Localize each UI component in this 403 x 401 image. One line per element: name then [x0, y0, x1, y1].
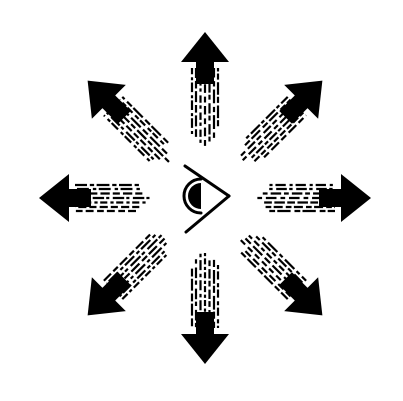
- arrow-dash-line: [244, 250, 292, 298]
- arrow-head: [87, 277, 126, 316]
- arrow-head: [284, 80, 323, 119]
- arrow-north: [181, 32, 229, 146]
- arrow-dash-line: [255, 235, 305, 285]
- arrow-dash-line: [105, 234, 157, 285]
- arrow-dash-line: [248, 234, 301, 288]
- eye-upper-lid: [183, 164, 231, 198]
- arrow-dash-line: [115, 102, 168, 155]
- arrow-dash-line: [118, 98, 165, 145]
- arrow-head: [39, 174, 69, 222]
- arrow-north-east: [240, 80, 323, 163]
- arrow-dash-line: [253, 111, 305, 163]
- arrow-south-east: [240, 234, 323, 316]
- arrow-dash-line: [105, 111, 155, 161]
- arrow-north-west: [87, 80, 170, 163]
- arrow-dash-line: [112, 105, 170, 163]
- arrow-dash-line: [121, 96, 169, 144]
- arrow-dash-line: [240, 251, 289, 300]
- arrow-dash-line: [245, 96, 289, 140]
- arrow-dash-line: [115, 242, 168, 294]
- arrow-head: [87, 80, 126, 119]
- arrow-dash-line: [121, 254, 168, 300]
- arrow-head: [341, 174, 371, 222]
- eye-iris: [182, 177, 203, 215]
- arrow-east: [257, 174, 371, 222]
- arrow-west: [39, 174, 150, 222]
- arrows-group: [39, 32, 371, 364]
- eye-icon: [182, 164, 231, 234]
- arrow-dash-line: [109, 234, 163, 288]
- arrow-dash-line: [240, 102, 295, 157]
- arrow-dash-line: [244, 237, 298, 291]
- arrow-dash-line: [241, 105, 298, 162]
- arrow-dash-line: [109, 108, 161, 160]
- eye-lower-lid: [184, 194, 231, 234]
- arrow-dash-line: [240, 239, 295, 294]
- arrow-head: [181, 334, 229, 364]
- arrow-dash-line: [103, 114, 151, 162]
- arrow-dash-line: [261, 236, 307, 282]
- arrow-head: [181, 32, 229, 62]
- arrow-dash-line: [263, 114, 307, 159]
- arrow-dash-line: [112, 237, 166, 291]
- arrow-dash-line: [118, 250, 166, 298]
- arrow-south-west: [87, 233, 168, 316]
- eye-pupil: [188, 183, 201, 209]
- arrow-south: [181, 252, 229, 364]
- arrow-head: [284, 277, 323, 316]
- arrow-dash-line: [244, 98, 292, 147]
- arrow-dash-line: [103, 233, 151, 282]
- arrow-dash-line: [250, 108, 301, 159]
